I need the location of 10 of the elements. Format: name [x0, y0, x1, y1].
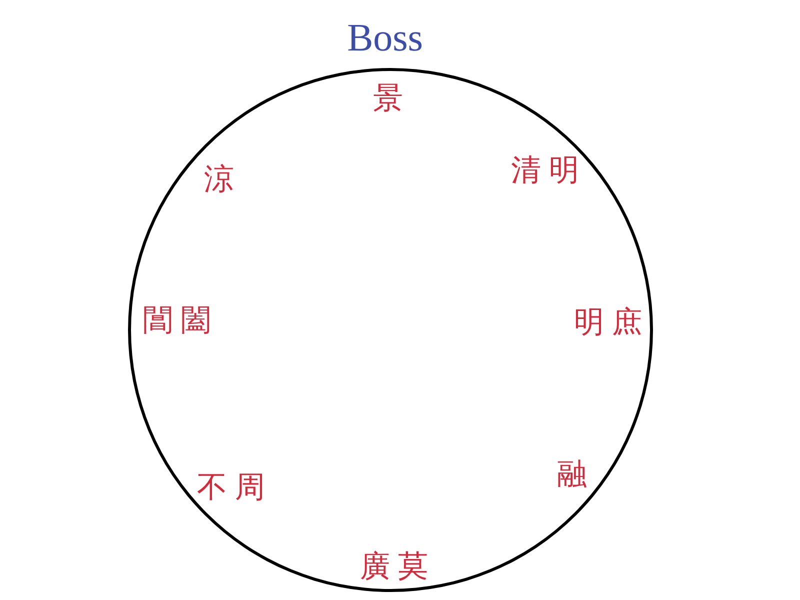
circle-label: 閶闔 — [143, 306, 219, 336]
circle — [128, 68, 653, 592]
title: Boss — [347, 18, 423, 58]
circle-label: 涼 — [204, 165, 242, 195]
circle-label: 不周 — [197, 473, 273, 503]
circle-label: 清明 — [511, 156, 587, 186]
circle-label: 廣莫 — [360, 552, 436, 582]
circle-label: 明庶 — [574, 308, 650, 338]
circle-label: 融 — [557, 460, 595, 490]
circle-label: 景 — [373, 84, 411, 114]
